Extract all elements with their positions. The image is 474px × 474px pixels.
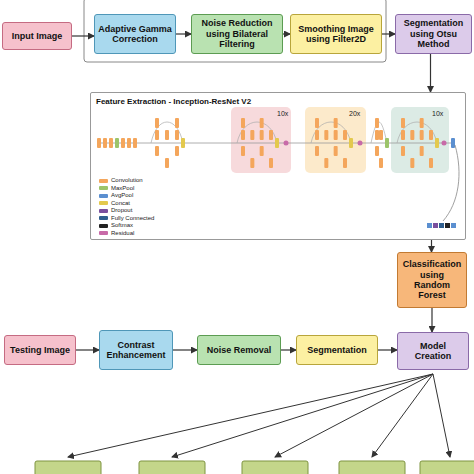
legend-swatch xyxy=(99,224,108,228)
legend-swatch xyxy=(99,231,108,235)
process-box: Noise Removal xyxy=(197,335,281,365)
process-box: Segmentation using Otsu Method xyxy=(395,14,472,54)
legend-item: Concat xyxy=(99,200,130,207)
process-box: Model Creation xyxy=(397,332,469,370)
legend-text: AvgPool xyxy=(111,192,133,199)
legend-item: AvgPool xyxy=(99,192,133,199)
legend-swatch xyxy=(99,186,108,190)
flow-arrow xyxy=(378,349,397,350)
box-label: Noise Reduction using Bilateral Filterin… xyxy=(195,18,279,49)
box-label: Smoothing Image using Filter2D xyxy=(294,24,378,45)
box-label: Segmentation using Otsu Method xyxy=(399,18,468,49)
legend-text: Residual xyxy=(111,230,134,237)
legend-swatch xyxy=(99,216,108,220)
legend-text: Concat xyxy=(111,200,130,207)
flow-arrow xyxy=(430,54,431,92)
repeat-count: 10x xyxy=(432,110,443,117)
flow-arrow xyxy=(72,35,94,36)
process-box: Classification using Random Forest xyxy=(397,252,467,308)
flow-arrow xyxy=(382,33,395,34)
feature-panel: Feature Extraction - Inception-ResNet V2… xyxy=(90,92,466,240)
legend-text: MaxPool xyxy=(111,185,134,192)
process-box: Adaptive Gamma Correction xyxy=(94,14,176,54)
legend-item: Convolution xyxy=(99,177,143,184)
box-label: Model Creation xyxy=(401,341,465,362)
legend-text: Dropout xyxy=(111,207,132,214)
legend-swatch xyxy=(99,209,108,213)
legend-item: Softmax xyxy=(99,222,133,229)
flow-arrow xyxy=(76,349,99,350)
panel-title: Feature Extraction - Inception-ResNet V2 xyxy=(96,97,251,106)
legend-text: Fully Connected xyxy=(111,215,154,222)
box-label: Classification using Random Forest xyxy=(401,259,463,300)
flow-arrow xyxy=(176,33,191,34)
legend-text: Softmax xyxy=(111,222,133,229)
legend-swatch xyxy=(99,201,108,205)
group-outline xyxy=(84,0,386,62)
legend-text: Convolution xyxy=(111,177,143,184)
legend-item: Residual xyxy=(99,230,134,237)
legend-swatch xyxy=(99,179,108,183)
legend-swatch xyxy=(99,194,108,198)
process-box: Smoothing Image using Filter2D xyxy=(290,14,382,54)
legend-item: Dropout xyxy=(99,207,132,214)
flow-arrow xyxy=(283,33,290,34)
process-box: Noise Reduction using Bilateral Filterin… xyxy=(191,14,283,54)
legend-item: MaxPool xyxy=(99,185,134,192)
box-label: Input Image xyxy=(12,31,63,41)
box-label: Testing Image xyxy=(10,345,70,355)
process-box: Contrast Enhancement xyxy=(99,330,173,370)
flow-arrow xyxy=(431,308,432,332)
legend-item: Fully Connected xyxy=(99,215,154,222)
flow-arrow xyxy=(173,349,197,350)
box-label: Noise Removal xyxy=(207,345,272,355)
input-box: Input Image xyxy=(2,22,72,50)
flow-arrow xyxy=(431,240,432,252)
input-box: Testing Image xyxy=(4,335,76,365)
output-branches xyxy=(68,374,450,457)
repeat-count: 20x xyxy=(349,110,360,117)
box-label: Adaptive Gamma Correction xyxy=(98,24,172,45)
box-label: Contrast Enhancement xyxy=(103,340,169,361)
box-label: Segmentation xyxy=(307,345,367,355)
flow-arrow xyxy=(281,349,296,350)
repeat-count: 10x xyxy=(277,110,288,117)
process-box: Segmentation xyxy=(296,335,378,365)
result-boxes xyxy=(35,461,474,474)
